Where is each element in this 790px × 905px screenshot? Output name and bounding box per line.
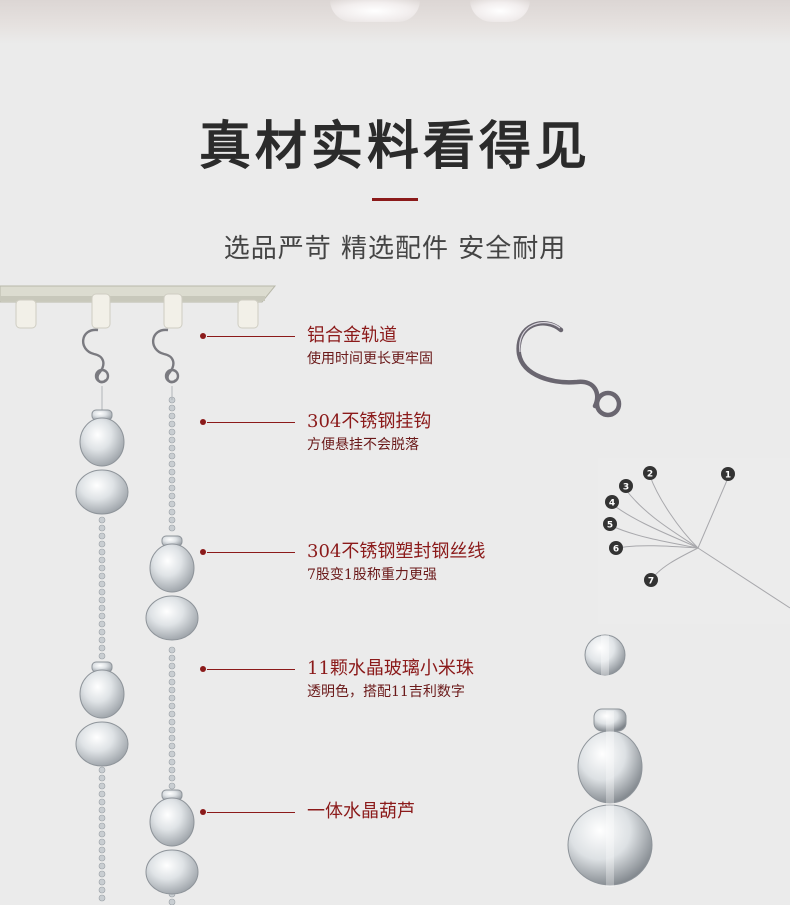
feature-wire: 304不锈钢塑封钢丝线 7股变1股称重力更强 [200, 541, 543, 612]
strand-number: 1 [725, 471, 731, 481]
crystal-gourd-image [567, 708, 653, 887]
top-decor [470, 0, 530, 22]
callout-line [207, 811, 295, 813]
feature-desc: 透明色，搭配11吉利数字 [307, 684, 465, 700]
feature-label: 304不锈钢挂钩 [307, 411, 432, 432]
feature-desc: 使用时间更长更牢固 [307, 351, 433, 367]
crystal-bead-image [584, 634, 626, 676]
strand-number: 4 [609, 499, 615, 509]
callout-dot [200, 333, 206, 339]
strand-number: 7 [648, 577, 654, 587]
strand-number: 5 [607, 521, 613, 531]
bead-strands-image [75, 328, 199, 905]
feature-desc: 方便悬挂不会脱落 [307, 437, 419, 453]
callout-line [207, 335, 295, 337]
callout-dot [200, 549, 206, 555]
feature-label: 11颗水晶玻璃小米珠 [307, 658, 474, 679]
callout-line [207, 551, 295, 553]
callout-line [207, 668, 295, 670]
hook-closeup-image [516, 321, 622, 418]
top-photo-strip [0, 0, 790, 44]
top-decor [330, 0, 420, 22]
strand-number: 3 [623, 483, 629, 493]
feature-label: 一体水晶葫芦 [307, 801, 415, 822]
strand-markers: 1 2 3 4 5 6 7 [603, 466, 735, 587]
callout-dot [200, 809, 206, 815]
feature-desc: 7股变1股称重力更强 [307, 567, 437, 583]
feature-beads: 11颗水晶玻璃小米珠 透明色，搭配11吉利数字 [200, 658, 543, 729]
callout-dot [200, 419, 206, 425]
wire-strands-image: 1 2 3 4 5 6 7 [598, 458, 790, 624]
feature-gourd: 一体水晶葫芦 [200, 801, 543, 872]
page-title: 真材实料看得见 [198, 117, 591, 177]
aluminum-rail-image [0, 285, 277, 329]
strand-number: 6 [613, 545, 619, 555]
page-subtitle: 选品严苛 精选配件 安全耐用 [223, 234, 567, 264]
title-divider [372, 198, 418, 201]
callout-dot [200, 666, 206, 672]
feature-label: 铝合金轨道 [307, 325, 397, 346]
feature-label: 304不锈钢塑封钢丝线 [307, 541, 486, 562]
feature-rail: 铝合金轨道 使用时间更长更牢固 [200, 325, 543, 396]
feature-hook: 304不锈钢挂钩 方便悬挂不会脱落 [200, 411, 543, 482]
strand-number: 2 [647, 470, 653, 480]
callout-line [207, 421, 295, 423]
